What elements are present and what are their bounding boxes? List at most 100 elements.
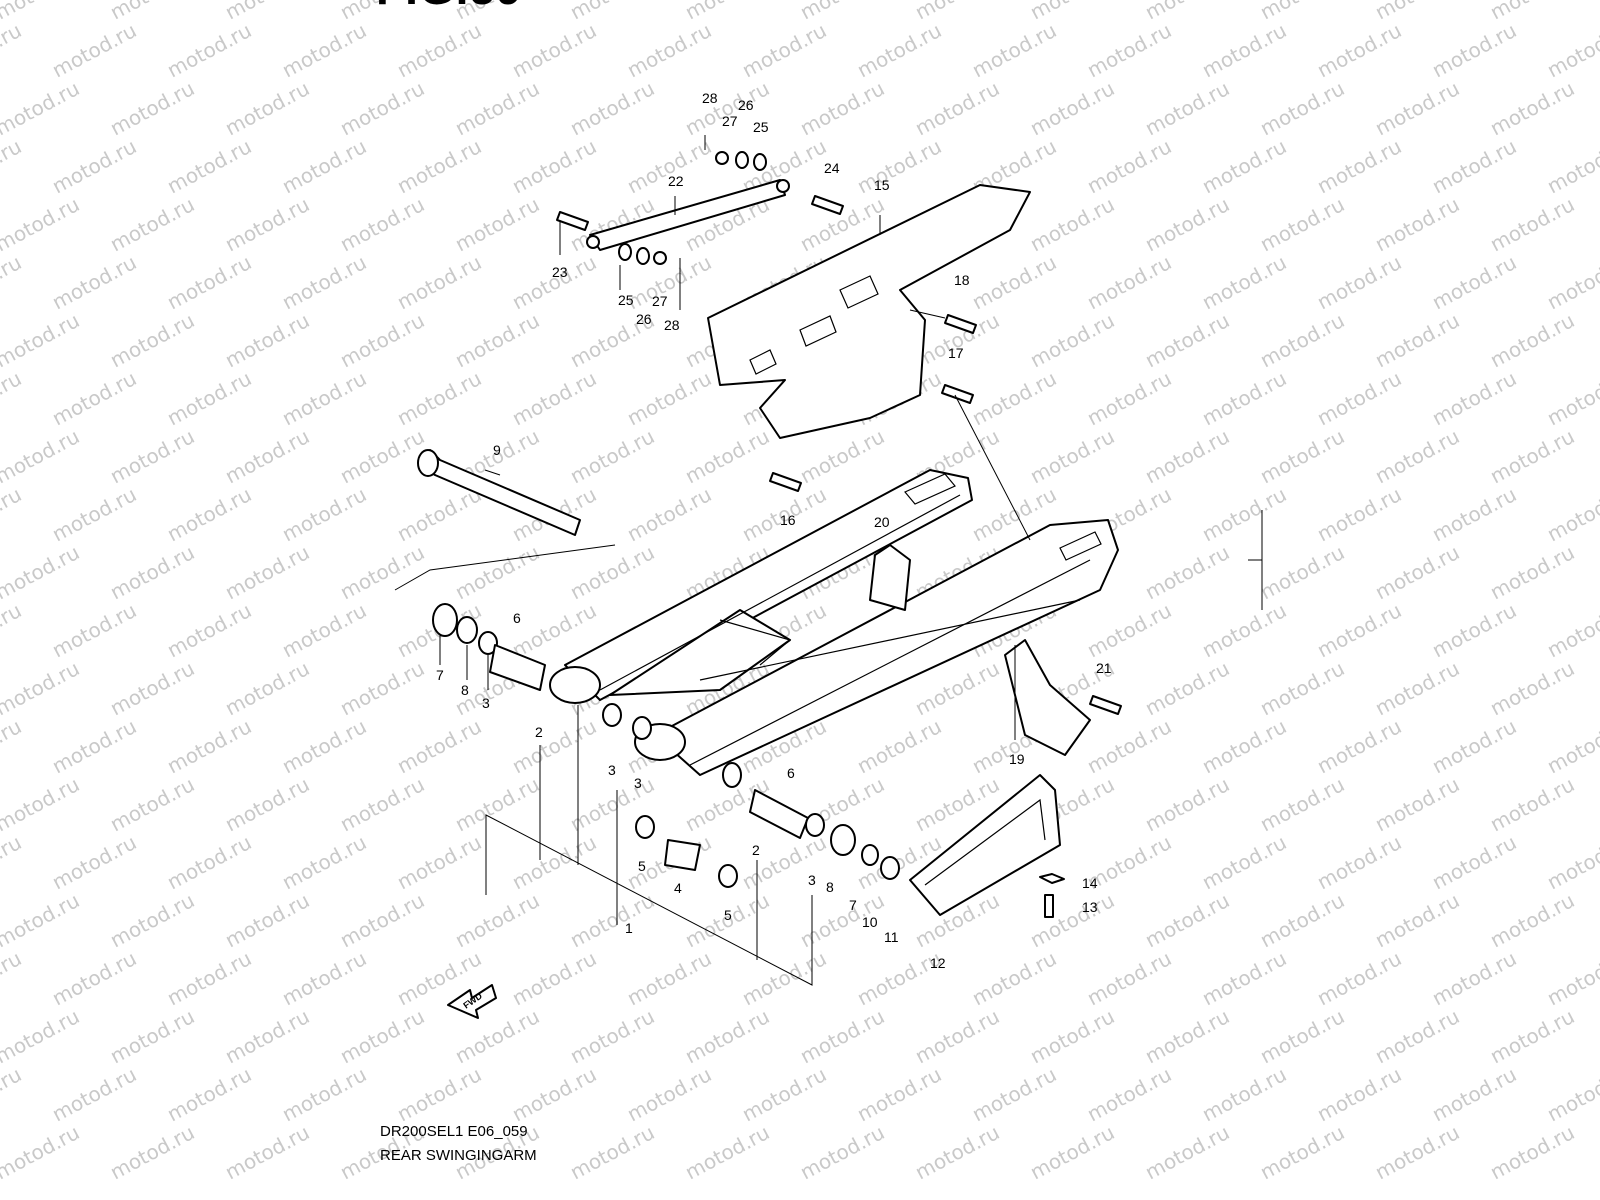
watermark-text: motod.ru: [1141, 540, 1233, 604]
chain-guide: [1004, 639, 1091, 756]
watermark-text: motod.ru: [1198, 946, 1290, 1010]
callout-5b: 5: [724, 907, 732, 923]
watermark-text: motod.ru: [1371, 540, 1463, 604]
watermark-text: motod.ru: [1486, 888, 1578, 952]
watermark-text: motod.ru: [163, 1062, 255, 1126]
watermark-text: motod.ru: [853, 1062, 945, 1126]
callout-5: 5: [638, 858, 646, 874]
watermark-text: motod.ru: [336, 1004, 428, 1068]
watermark-text: motod.ru: [796, 424, 888, 488]
watermark-text: motod.ru: [0, 888, 83, 952]
watermark-text: motod.ru: [796, 0, 888, 24]
watermark-text: motod.ru: [106, 656, 198, 720]
watermark-text: motod.ru: [451, 308, 543, 372]
watermark-text: motod.ru: [221, 76, 313, 140]
watermark-text: motod.ru: [1543, 1062, 1600, 1126]
watermark-text: motod.ru: [48, 1062, 140, 1126]
watermark-text: motod.ru: [1486, 76, 1578, 140]
watermark-text: motod.ru: [0, 598, 25, 662]
watermark-text: motod.ru: [0, 714, 25, 778]
watermark-text: motod.ru: [1371, 424, 1463, 488]
watermark-text: motod.ru: [1141, 1004, 1233, 1068]
callout-11: 11: [884, 929, 899, 945]
watermark-text: motod.ru: [1083, 946, 1175, 1010]
watermark-text: motod.ru: [1371, 308, 1463, 372]
watermark-text: motod.ru: [163, 482, 255, 546]
watermark-text: motod.ru: [451, 888, 543, 952]
callout-7b: 7: [849, 897, 857, 913]
watermark-text: motod.ru: [1141, 424, 1233, 488]
figure-title: FIG.59: [376, 0, 523, 11]
watermark-text: motod.ru: [1428, 714, 1520, 778]
watermark-text: motod.ru: [508, 1062, 600, 1126]
watermark-text: motod.ru: [623, 482, 715, 546]
watermark-text: motod.ru: [738, 1062, 830, 1126]
watermark-text: motod.ru: [106, 424, 198, 488]
pivot-bolt: [417, 449, 581, 536]
watermark-text: motod.ru: [1083, 1062, 1175, 1126]
watermark-text: motod.ru: [1026, 0, 1118, 24]
watermark-text: motod.ru: [566, 0, 658, 24]
watermark-text: motod.ru: [48, 134, 140, 198]
watermark-text: motod.ru: [1428, 18, 1520, 82]
watermark-text: motod.ru: [1198, 250, 1290, 314]
watermark-text: motod.ru: [163, 366, 255, 430]
watermark-text: motod.ru: [1313, 830, 1405, 894]
callout-18: 18: [954, 272, 970, 288]
watermark-text: motod.ru: [221, 656, 313, 720]
watermark-text: motod.ru: [1083, 134, 1175, 198]
watermark-text: motod.ru: [1256, 76, 1348, 140]
watermark-text: motod.ru: [911, 76, 1003, 140]
callout-28: 28: [702, 90, 718, 106]
chain-buffer: [909, 774, 1061, 916]
watermark-text: motod.ru: [451, 1004, 543, 1068]
callout-26: 26: [738, 97, 754, 113]
callout-12: 12: [930, 955, 946, 971]
callout-3d: 3: [808, 872, 816, 888]
watermark-text: motod.ru: [1486, 772, 1578, 836]
watermark-text: motod.ru: [336, 656, 428, 720]
watermark-text: motod.ru: [0, 946, 25, 1010]
watermark-text: motod.ru: [738, 946, 830, 1010]
watermark-text: motod.ru: [106, 1004, 198, 1068]
watermark-text: motod.ru: [106, 540, 198, 604]
watermark-text: motod.ru: [1083, 18, 1175, 82]
callout-4: 4: [674, 880, 682, 896]
watermark-text: motod.ru: [1198, 598, 1290, 662]
watermark-text: motod.ru: [163, 134, 255, 198]
watermark-text: motod.ru: [1313, 134, 1405, 198]
watermark-text: motod.ru: [738, 830, 830, 894]
watermark-text: motod.ru: [968, 1062, 1060, 1126]
watermark-text: motod.ru: [566, 1004, 658, 1068]
watermark-text: motod.ru: [1486, 308, 1578, 372]
watermark-text: motod.ru: [1543, 134, 1600, 198]
watermark-text: motod.ru: [968, 250, 1060, 314]
watermark-text: motod.ru: [566, 1120, 658, 1184]
watermark-text: motod.ru: [106, 888, 198, 952]
model-code: DR200SEL1 E06_059: [380, 1123, 528, 1140]
watermark-text: motod.ru: [221, 192, 313, 256]
watermark-text: motod.ru: [163, 598, 255, 662]
watermark-text: motod.ru: [336, 888, 428, 952]
watermark-text: motod.ru: [1428, 830, 1520, 894]
watermark-text: motod.ru: [0, 134, 25, 198]
watermark-text: motod.ru: [0, 1062, 25, 1126]
watermark-text: motod.ru: [508, 366, 600, 430]
watermark-text: motod.ru: [48, 250, 140, 314]
callout-1: 1: [625, 920, 633, 936]
watermark-text: motod.ru: [1026, 1004, 1118, 1068]
watermark-text: motod.ru: [1198, 18, 1290, 82]
watermark-text: motod.ru: [0, 192, 83, 256]
watermark-text: motod.ru: [508, 714, 600, 778]
watermark-text: motod.ru: [1486, 424, 1578, 488]
watermark-text: motod.ru: [623, 946, 715, 1010]
watermark-text: motod.ru: [1256, 1120, 1348, 1184]
watermark-text: motod.ru: [1083, 250, 1175, 314]
watermark-text: motod.ru: [1428, 366, 1520, 430]
watermark-text: motod.ru: [1313, 366, 1405, 430]
watermark-text: motod.ru: [968, 366, 1060, 430]
leader-lines: [394, 135, 1031, 986]
watermark-text: motod.ru: [393, 366, 485, 430]
callout-6: 6: [513, 610, 521, 626]
small-parts: [432, 151, 1122, 918]
